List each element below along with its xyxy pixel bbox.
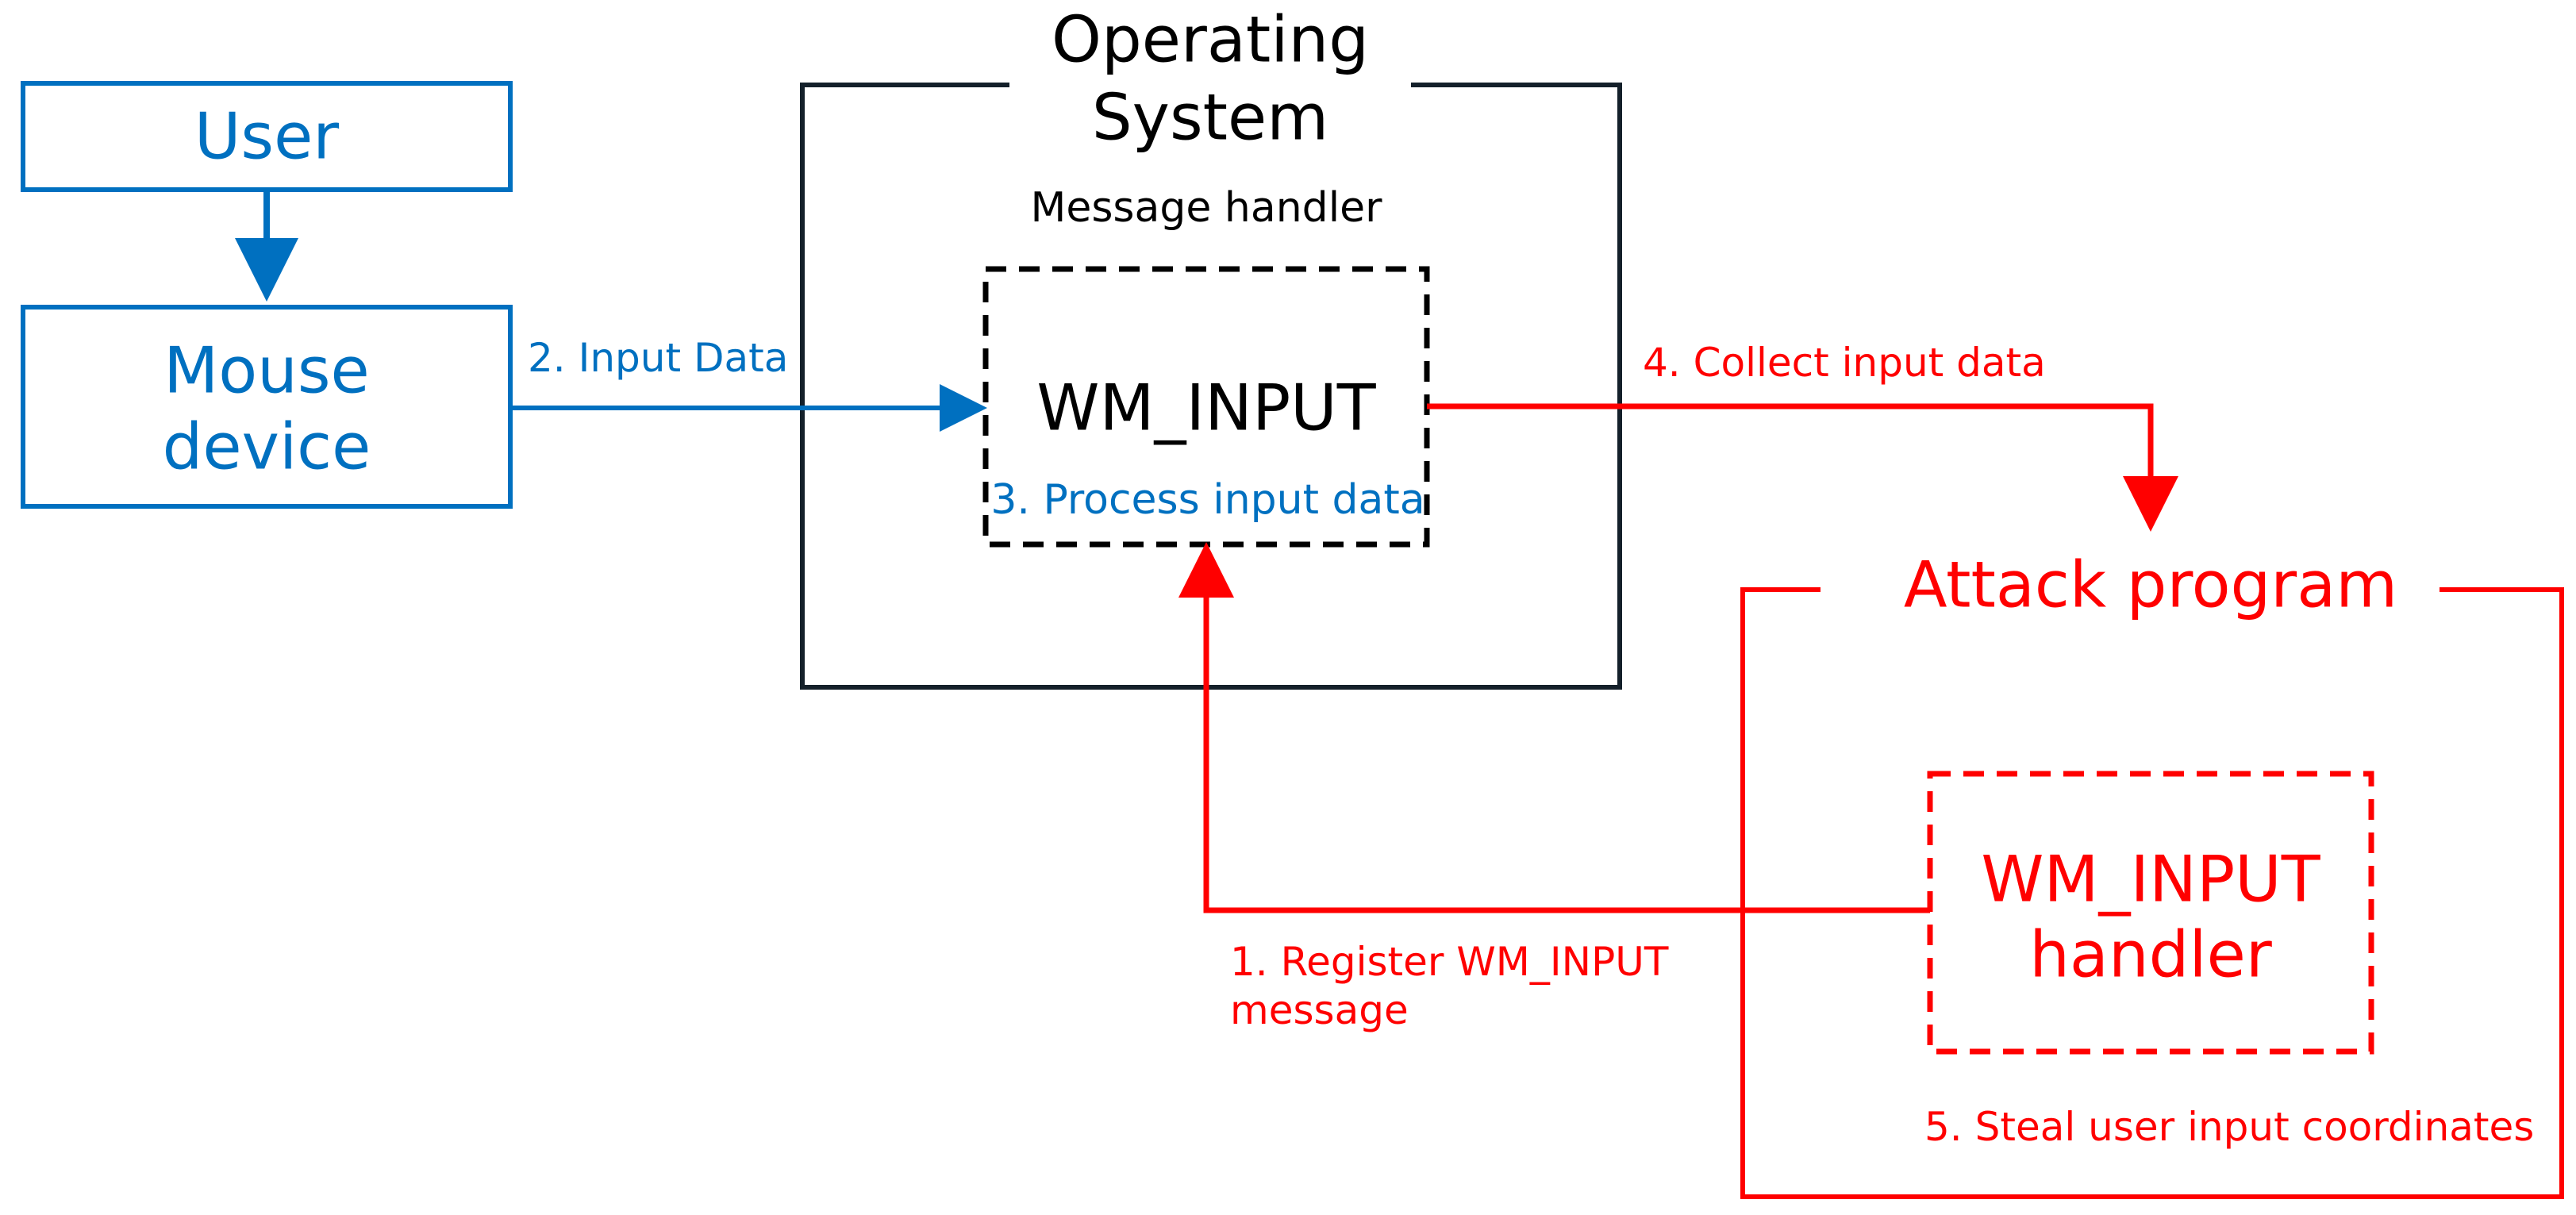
attack-program-title: Attack program <box>1904 548 2397 622</box>
wm-input-label: WM_INPUT <box>1036 371 1376 445</box>
process-input-label: 3. Process input data <box>990 476 1424 524</box>
collect-input-label: 4. Collect input data <box>1643 340 2046 386</box>
mouse-device-label-line1: Mouse <box>163 334 370 408</box>
register-message-arrow <box>1178 542 1930 913</box>
message-handler-label: Message handler <box>1030 184 1382 232</box>
collect-input-arrow <box>1427 403 2178 532</box>
wm-input-handler-box <box>1927 771 2374 1055</box>
user-label: User <box>194 100 339 174</box>
mouse-device-label-line2: device <box>163 410 371 484</box>
operating-system-box <box>800 83 1622 690</box>
mouse-device-node: Mouse device <box>21 305 513 509</box>
operating-system-title-line2: System <box>1092 81 1328 155</box>
wm-input-node: WM_INPUT 3. Process input data <box>982 266 1430 548</box>
operating-system-title-line1: Operating <box>1052 3 1369 77</box>
register-label-line2: message <box>1230 987 1409 1033</box>
attack-program-box <box>1740 587 2564 1199</box>
steal-coordinates-label: 5. Steal user input coordinates <box>1924 1104 2534 1150</box>
register-label-line1: 1. Register WM_INPUT <box>1230 939 1669 985</box>
input-data-label: 2. Input Data <box>528 335 788 381</box>
user-node: User <box>21 81 513 192</box>
operating-system-node: Operating System Message handler <box>800 3 1622 690</box>
wm-input-handler-node: WM_INPUT handler <box>1927 771 2374 1055</box>
wm-input-handler-label-line1: WM_INPUT <box>1981 843 2320 917</box>
attack-program-node: Attack program 5. Steal user input coord… <box>1740 548 2564 1199</box>
wm-input-handler-label-line2: handler <box>2029 918 2272 992</box>
